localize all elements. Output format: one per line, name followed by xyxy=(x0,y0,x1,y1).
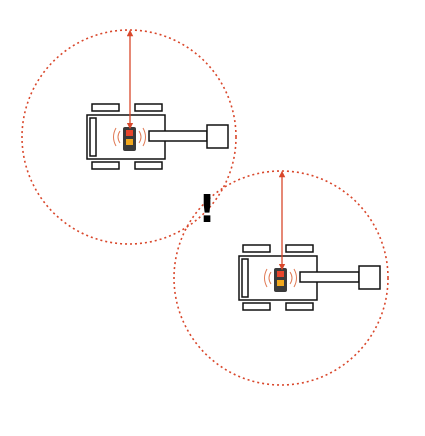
forklift-top-view-icon xyxy=(238,244,381,311)
vehicle-unit-2 xyxy=(173,170,389,386)
proximity-sensor-icon xyxy=(264,268,297,292)
detection-zone-2 xyxy=(173,170,389,386)
detection-zone-1 xyxy=(21,29,237,245)
vehicle-unit-1 xyxy=(21,29,237,245)
warning-exclamation-icon: ! xyxy=(198,187,215,231)
forklift-top-view-icon xyxy=(86,103,229,170)
proximity-sensor-icon xyxy=(113,127,146,151)
